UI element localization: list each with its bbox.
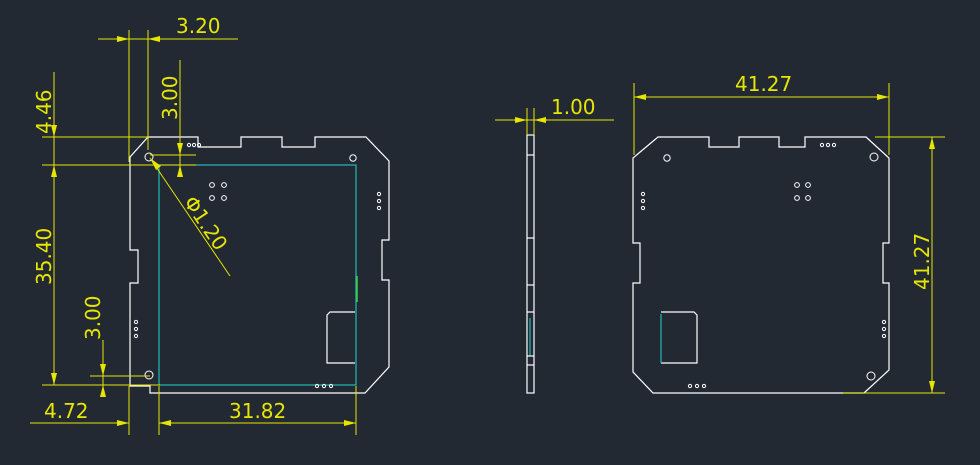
back-pads-left xyxy=(640,191,646,211)
back-pads-right xyxy=(881,319,887,339)
dim-bottom-left: 4.72 xyxy=(30,386,171,435)
front-hole-bottom-left xyxy=(144,370,154,380)
front-pads-left xyxy=(133,319,139,339)
dim-bottom-left-label: 4.72 xyxy=(44,399,89,423)
dim-thickness-label: 1.00 xyxy=(551,95,596,119)
back-hole-top-left xyxy=(663,154,671,162)
dim-back-width-label: 41.27 xyxy=(735,72,792,96)
dim-height-label: 35.40 xyxy=(32,228,56,285)
dim-left-offset: 4.46 xyxy=(32,72,158,177)
dim-back-width: 41.27 xyxy=(633,72,890,155)
front-hole-top-right xyxy=(349,154,357,162)
side-view: 1.00 xyxy=(495,95,614,394)
front-view: 3.20 3.00 4.46 Φ1.20 xyxy=(30,14,390,435)
dim-bottom-offset-label: 3.00 xyxy=(81,295,105,340)
back-pcb-outline xyxy=(632,136,890,394)
back-hole-top-right xyxy=(869,152,879,162)
dim-diameter: Φ1.20 xyxy=(149,157,233,277)
back-view: 41.27 41.27 xyxy=(632,72,945,394)
dim-back-height-label: 41.27 xyxy=(910,233,934,290)
front-hole-top-left xyxy=(144,152,154,162)
back-pads-bottom xyxy=(687,383,707,389)
front-pcb-notch xyxy=(326,311,355,364)
dim-diameter-label: Φ1.20 xyxy=(179,191,233,254)
front-pcb-outline xyxy=(129,136,390,394)
front-pads-right xyxy=(376,191,382,211)
front-pads-bottom xyxy=(314,383,334,389)
dim-bottom-offset: 3.00 xyxy=(81,295,150,397)
dim-vertical-offset: 3.00 xyxy=(150,60,196,177)
back-pads-center xyxy=(794,182,811,201)
back-pads-top xyxy=(819,142,837,148)
front-pads-top xyxy=(186,142,202,148)
front-component-area xyxy=(158,164,357,386)
back-hole-bottom-right xyxy=(866,371,876,381)
dim-top-width: 3.20 xyxy=(98,14,238,162)
dim-back-height: 41.27 xyxy=(843,136,945,394)
dim-left-offset-label: 4.46 xyxy=(32,89,56,134)
back-pcb-notch xyxy=(661,311,698,364)
dim-vertical-offset-label: 3.00 xyxy=(158,75,182,120)
dim-bottom-width-label: 31.82 xyxy=(229,399,286,423)
dim-top-width-label: 3.20 xyxy=(176,14,221,38)
side-pcb-outline xyxy=(526,134,535,394)
dim-height: 35.40 xyxy=(32,165,160,386)
dim-thickness: 1.00 xyxy=(495,95,614,135)
dim-bottom-width: 31.82 xyxy=(159,386,357,435)
front-pads-center xyxy=(209,182,227,201)
